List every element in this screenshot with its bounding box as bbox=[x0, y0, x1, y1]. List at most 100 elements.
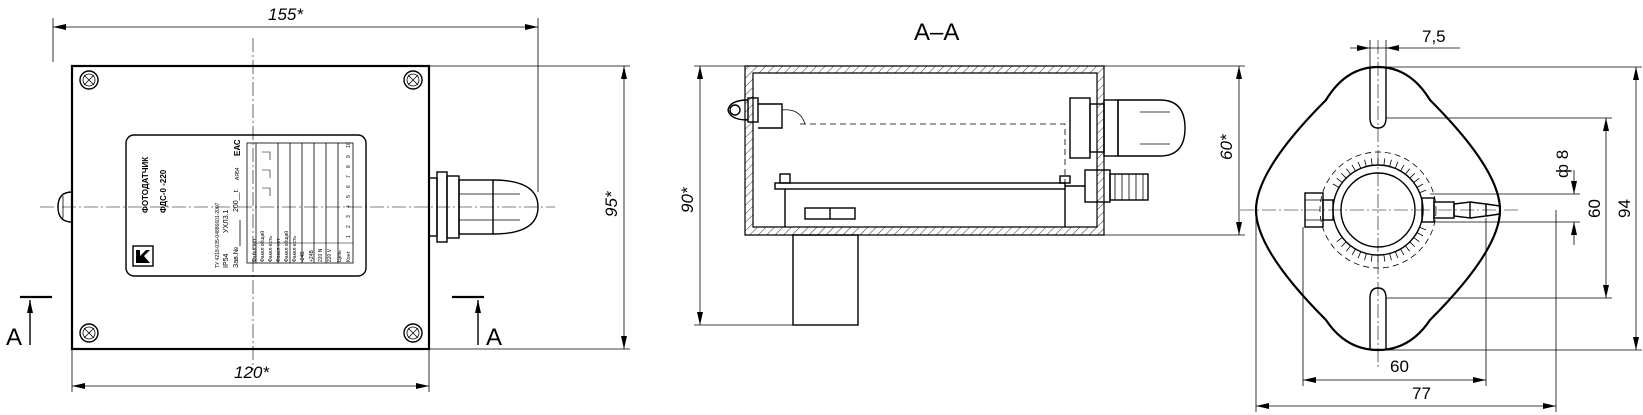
knurl-tick bbox=[1405, 245, 1410, 252]
table-circuit: Факел нет bbox=[252, 238, 258, 262]
sensor-tube bbox=[792, 234, 859, 326]
dimension-bolt-spacing: 60 bbox=[1302, 218, 1487, 386]
dim-text-94: 94 bbox=[1615, 199, 1634, 218]
table-circuit: Факел общий bbox=[259, 231, 266, 262]
dim-text-77: 77 bbox=[1412, 384, 1431, 403]
corner-screw bbox=[403, 323, 423, 343]
table-contact: 9 bbox=[346, 155, 352, 158]
table-contact: 5 bbox=[346, 195, 352, 198]
knurl-tick bbox=[1394, 161, 1399, 169]
knurl-tick bbox=[1394, 251, 1399, 259]
knurl-tick bbox=[1370, 254, 1373, 262]
dimension-overall-height: 90* bbox=[678, 65, 793, 326]
table-contact: 1 bbox=[346, 235, 352, 238]
dim-text-155: 155* bbox=[268, 5, 304, 24]
knurl-tick bbox=[1332, 183, 1340, 188]
knurl-tick bbox=[1346, 245, 1351, 252]
section-connector bbox=[1065, 169, 1149, 203]
cable-gland bbox=[428, 171, 539, 243]
knurl-tick bbox=[1416, 232, 1424, 237]
knurl-tick bbox=[1351, 164, 1356, 172]
knurl-tick bbox=[1400, 164, 1405, 172]
plate-brand-code: АЯ54 bbox=[235, 167, 241, 180]
dimension-height: 95* bbox=[429, 65, 630, 350]
knurl-tick bbox=[1389, 253, 1392, 261]
plate-serial: Зав.№ bbox=[233, 247, 240, 268]
front-view: 155* bbox=[6, 5, 630, 392]
section-wall-hatch bbox=[744, 65, 1105, 236]
section-cable-gland bbox=[1069, 97, 1186, 159]
table-circuit: -24В bbox=[300, 251, 306, 262]
side-view: 7,5 ф 8 60 94 bbox=[1240, 27, 1642, 412]
dimension-hole-diameter: ф 8 bbox=[1430, 150, 1580, 245]
dim-text-90: 90* bbox=[678, 186, 697, 213]
knurled-ring bbox=[1332, 158, 1427, 262]
dim-text-60-horizontal: 60 bbox=[1390, 357, 1409, 376]
knurl-tick bbox=[1336, 178, 1343, 183]
table-circuit: Факел общий bbox=[283, 231, 290, 262]
plate-climate: УХЛ3.1 bbox=[223, 209, 230, 233]
section-mark-right: А bbox=[452, 295, 502, 351]
plate-ce-mark: ЕАС bbox=[233, 139, 242, 156]
brand-logo bbox=[132, 245, 154, 267]
knurl-tick bbox=[1383, 158, 1386, 166]
knurl-tick bbox=[1389, 159, 1392, 167]
table-header-contact: Конт bbox=[346, 251, 352, 262]
pcb-board bbox=[774, 182, 1066, 190]
dim-text-diameter-8: ф 8 bbox=[1553, 150, 1572, 178]
table-circuit: Факел есть bbox=[292, 236, 298, 262]
section-mark-left: А bbox=[6, 295, 52, 351]
table-contact: 3 bbox=[346, 215, 352, 218]
dimension-base-width: 120* bbox=[71, 349, 430, 392]
knurl-tick bbox=[1409, 241, 1416, 248]
knurl-tick bbox=[1416, 183, 1424, 188]
plate-year: 200__г. bbox=[233, 189, 240, 212]
dim-text-95: 95* bbox=[602, 190, 621, 217]
table-circuit: 220 V bbox=[327, 248, 333, 262]
label-plate: ФОТОДАТЧИК ФДС-0 -220 ТУ 4218-035-048866… bbox=[125, 134, 367, 277]
sensor-lens bbox=[727, 97, 806, 129]
knurl-tick bbox=[1346, 168, 1351, 175]
knurl-tick bbox=[1383, 254, 1386, 262]
knurl-tick bbox=[1351, 248, 1356, 256]
dimension-overall-width: 155* bbox=[52, 5, 539, 192]
table-contact: 8 bbox=[346, 165, 352, 168]
dimension-slot-width: 7,5 bbox=[1350, 27, 1460, 67]
terminal-table: Конт Цепь 1 2 3 4 5 6 7 8 9 10 220 V 220… bbox=[246, 142, 354, 264]
knurl-tick bbox=[1340, 172, 1347, 179]
table-circuit: Факел нет bbox=[276, 238, 282, 262]
knurl-tick bbox=[1409, 172, 1416, 179]
knurl-tick bbox=[1364, 253, 1367, 261]
knurl-tick bbox=[1364, 159, 1367, 167]
table-contact: 7 bbox=[346, 175, 352, 178]
corner-screw bbox=[79, 323, 99, 343]
knurl-tick bbox=[1340, 241, 1347, 248]
table-circuit: +24В bbox=[309, 250, 315, 262]
plate-spec: ТУ 4218-035-04886601-2007 bbox=[215, 202, 221, 268]
knurl-tick bbox=[1413, 237, 1420, 242]
table-contact: 2 bbox=[346, 225, 352, 228]
knurl-tick bbox=[1413, 178, 1420, 183]
corner-screw bbox=[403, 70, 423, 90]
knurl-tick bbox=[1336, 237, 1343, 242]
plate-title: ФОТОДАТЧИК bbox=[141, 157, 150, 213]
table-circuit: 220 N bbox=[318, 248, 324, 262]
dim-text-60-star: 60* bbox=[1217, 133, 1236, 160]
table-contact: 6 bbox=[346, 185, 352, 188]
plate-model: ФДС-0 -220 bbox=[159, 169, 168, 213]
table-circuit: Факел есть bbox=[268, 236, 274, 262]
knurl-tick bbox=[1370, 158, 1373, 166]
table-header-circuit: Цепь bbox=[337, 250, 343, 262]
dim-text-120: 120* bbox=[234, 363, 270, 382]
section-title: А–А bbox=[914, 19, 959, 46]
dimension-overall-width-side: 77 bbox=[1255, 210, 1557, 412]
lens-dome bbox=[57, 191, 73, 223]
plate-ip: IP54 bbox=[223, 253, 230, 268]
dimension-inner-height: 60 bbox=[1386, 117, 1612, 299]
corner-screw bbox=[79, 70, 99, 90]
knurl-tick bbox=[1357, 161, 1362, 169]
knurl-tick bbox=[1405, 168, 1410, 175]
table-contact: 10 bbox=[346, 142, 352, 148]
dimension-outer-height: 94 bbox=[1378, 66, 1642, 351]
